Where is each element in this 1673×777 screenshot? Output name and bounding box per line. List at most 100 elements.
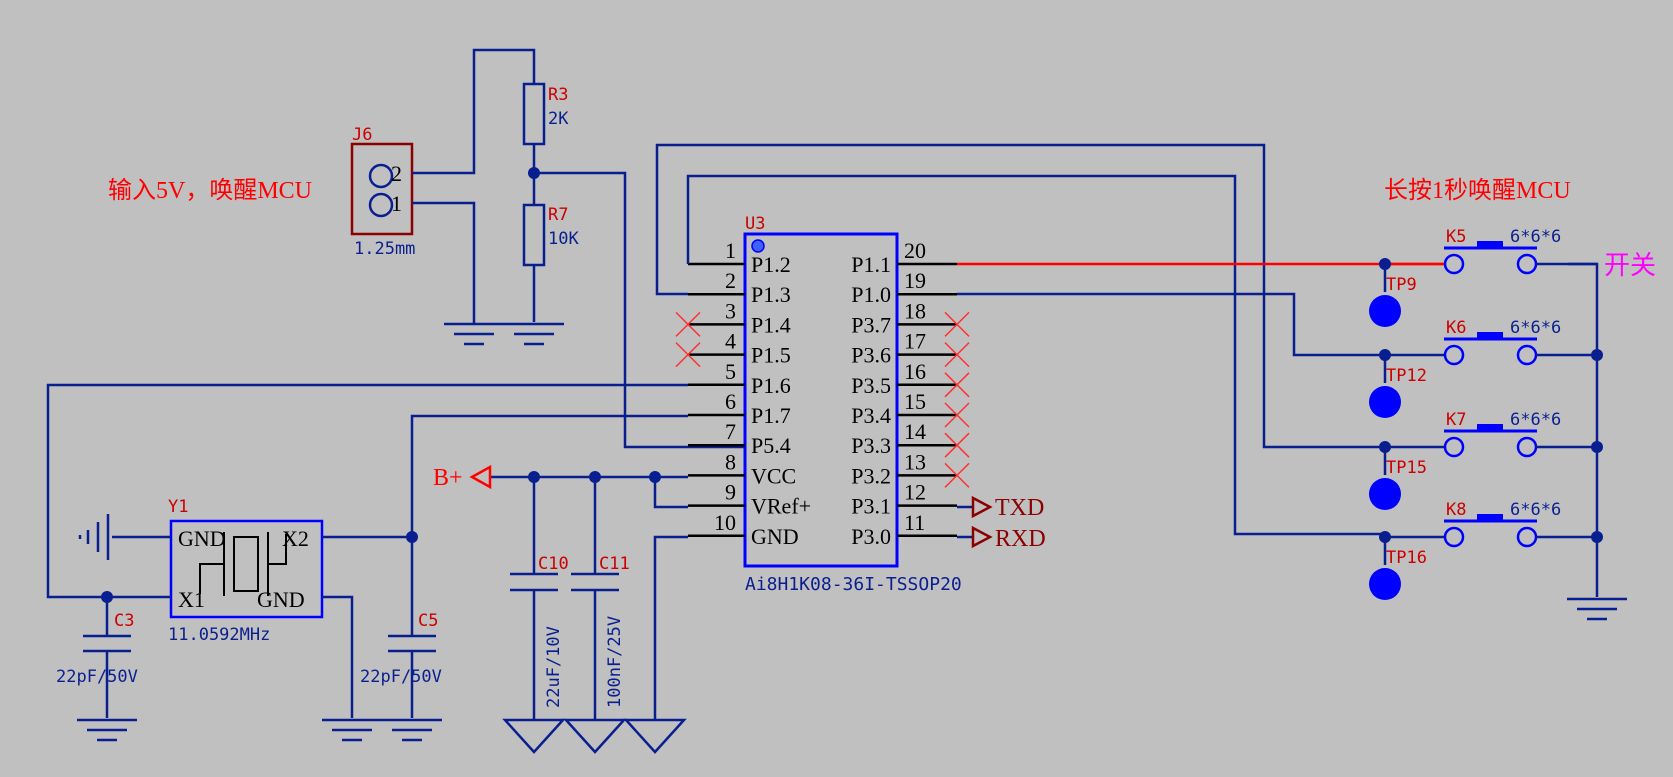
u3-pin-number: 16	[904, 359, 926, 384]
u3-pin-number: 4	[725, 329, 736, 354]
test-point-icon	[1369, 478, 1401, 510]
switch-contact-icon	[1443, 436, 1465, 458]
u3-pin-number: 18	[904, 298, 926, 323]
u3-pin-number: 12	[904, 480, 926, 505]
long-press-note: 长按1秒唤醒MCU	[1384, 177, 1571, 204]
ground-icon	[444, 322, 504, 346]
u3-pin-number: 7	[725, 419, 736, 444]
u3-pin-name: P3.6	[851, 343, 891, 368]
u3-pin-number: 2	[725, 268, 736, 293]
u3-pin-name: VCC	[751, 463, 796, 488]
test-point-icon	[1369, 386, 1401, 418]
no-connect-icon	[944, 432, 970, 458]
u3-pin-name: GND	[751, 524, 799, 549]
u3-pin-name: P1.7	[751, 403, 791, 428]
test-point-icon	[1369, 568, 1401, 600]
bplus-port-label: B+	[433, 465, 463, 491]
u3-pin-number: 5	[725, 359, 736, 384]
earth-ground-icon	[78, 514, 110, 560]
ground-icon	[1567, 597, 1627, 621]
c5-designator: C5	[418, 611, 438, 631]
bplus-port-icon	[469, 464, 492, 490]
r7-value: 10K	[548, 229, 579, 249]
switch-k6: TP12 K6 6*6*6	[1369, 318, 1597, 418]
no-connect-icon	[675, 311, 701, 337]
ground-icon	[322, 718, 382, 742]
switch-plunger	[1477, 424, 1503, 431]
j6-designator: J6	[352, 125, 372, 145]
u3-pin-number: 8	[725, 449, 736, 474]
no-connect-icon	[675, 342, 701, 368]
u3-pin-name: VRef+	[751, 494, 811, 519]
y1-designator: Y1	[168, 497, 188, 517]
switch-value: 6*6*6	[1510, 500, 1561, 520]
switch-contact-icon	[1443, 253, 1465, 275]
no-connect-marks	[675, 311, 970, 488]
switch-plunger	[1477, 241, 1503, 248]
r3-body	[522, 82, 546, 146]
u3-pin-name: P5.4	[751, 433, 791, 458]
switch-value: 6*6*6	[1510, 410, 1561, 430]
y1-value: 11.0592MHz	[168, 625, 270, 645]
test-point-label: TP15	[1386, 458, 1427, 478]
u3-pin-name: P3.7	[851, 312, 891, 337]
c3-value: 22pF/50V	[56, 667, 138, 687]
no-connect-icon	[944, 462, 970, 488]
ground-icon	[382, 718, 442, 742]
no-connect-icon	[944, 342, 970, 368]
u3-pin-number: 10	[714, 510, 736, 535]
txd-port-icon	[971, 495, 993, 519]
r3-designator: R3	[548, 85, 568, 105]
rxd-port-label: RXD	[995, 526, 1046, 552]
u3-pin-number: 20	[904, 238, 926, 263]
switch-plunger	[1477, 514, 1503, 521]
c10-value: 22uF/10V	[544, 626, 564, 708]
switch-contact-icon	[1516, 526, 1538, 548]
u3-pin-name: P3.3	[851, 433, 891, 458]
y1-gnd2-label: GND	[257, 587, 305, 612]
u3-pin-number: 6	[725, 389, 736, 414]
test-point-label: TP12	[1386, 366, 1427, 386]
u3-part-number: Ai8H1K08-36I-TSSOP20	[745, 574, 962, 595]
switch-designator: K8	[1446, 500, 1466, 520]
switch-value: 6*6*6	[1510, 318, 1561, 338]
u3-pin-name: P1.1	[851, 252, 891, 277]
switch-contact-icon	[1516, 253, 1538, 275]
u3-pin-number: 3	[725, 298, 736, 323]
r7-body	[522, 203, 546, 267]
y1-gnd-label: GND	[178, 526, 226, 551]
switch-note: 开关	[1604, 251, 1656, 280]
j6-connector: 2 1 J6 1.25mm	[350, 125, 415, 259]
u3-pin-name: P1.6	[751, 373, 791, 398]
u3-pin-name: P3.4	[851, 403, 891, 428]
u3-pin-name: P1.0	[851, 282, 891, 307]
u3-mcu: U3 Ai8H1K08-36I-TSSOP20	[743, 214, 962, 595]
test-point-label: TP9	[1386, 275, 1417, 295]
r7-designator: R7	[548, 205, 568, 225]
input-wake-note: 输入5V，唤醒MCU	[108, 177, 312, 204]
rxd-port-icon	[971, 525, 993, 549]
switch-contact-icon	[1443, 344, 1465, 366]
u3-pin-number: 17	[904, 329, 926, 354]
u3-pin-name: P3.0	[851, 524, 891, 549]
j6-pin1-label: 1	[391, 191, 402, 216]
c5-value: 22pF/50V	[360, 667, 442, 687]
switch-designator: K6	[1446, 318, 1466, 338]
c10-designator: C10	[538, 554, 569, 574]
txd-port-label: TXD	[995, 495, 1044, 521]
j6-pin2-label: 2	[391, 161, 402, 186]
switch-designator: K7	[1446, 410, 1466, 430]
r3-value: 2K	[548, 109, 569, 129]
no-connect-icon	[944, 311, 970, 337]
u3-pin-name: P3.2	[851, 463, 891, 488]
switch-k7: TP15 K7 6*6*6	[1369, 410, 1597, 510]
c3-designator: C3	[114, 611, 134, 631]
switch-contact-icon	[1516, 436, 1538, 458]
u3-pin-name: P1.3	[751, 282, 791, 307]
switch-contact-icon	[1443, 526, 1465, 548]
test-point-icon	[1369, 295, 1401, 327]
